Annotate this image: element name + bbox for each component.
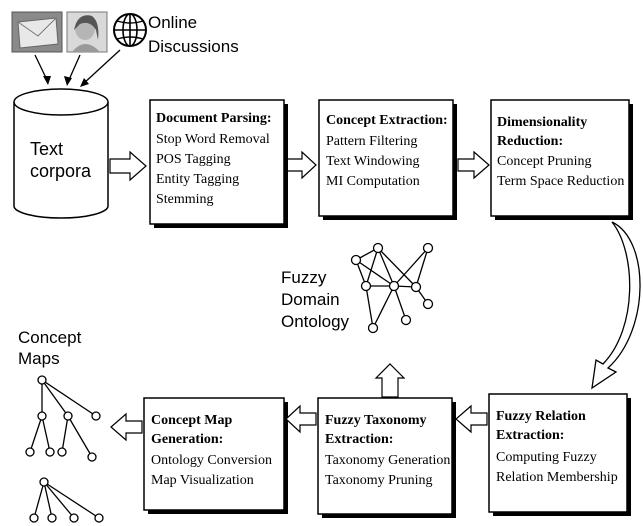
conceptmap-title-line1: Concept Map bbox=[151, 413, 232, 428]
text-corpora-cylinder bbox=[13, 88, 109, 219]
taxonomy-title-line2: Extraction: bbox=[325, 432, 393, 447]
taxonomy-item: Taxonomy Pruning bbox=[325, 473, 433, 488]
online-label-line1: Online bbox=[148, 13, 197, 32]
taxonomy-title-line1: Fuzzy Taxonomy bbox=[325, 413, 427, 428]
concept-map-tree-1 bbox=[25, 375, 101, 462]
relation-item: Computing Fuzzy bbox=[496, 450, 597, 465]
corpora-label-line1: Text bbox=[30, 139, 63, 159]
parsing-item: Stemming bbox=[156, 192, 214, 207]
relation-title-line1: Fuzzy Relation bbox=[496, 409, 586, 424]
taxonomy-item: Taxonomy Generation bbox=[325, 453, 450, 468]
corpora-label-line2: corpora bbox=[30, 161, 92, 181]
ontology-label-line1: Fuzzy bbox=[281, 268, 327, 287]
source-arrows bbox=[34, 49, 121, 87]
curved-flow-arrow bbox=[591, 221, 641, 390]
conceptmap-item: Map Visualization bbox=[151, 473, 254, 488]
email-icon bbox=[11, 11, 63, 53]
parsing-item: POS Tagging bbox=[156, 152, 231, 167]
block-arrow-2 bbox=[285, 150, 317, 180]
ontology-label-line2: Domain bbox=[281, 290, 340, 309]
maps-label-line1: Concept bbox=[18, 328, 82, 347]
extraction-item: MI Computation bbox=[326, 174, 420, 189]
parsing-title: Document Parsing: bbox=[156, 111, 272, 126]
online-label-line2: Discussions bbox=[148, 37, 239, 56]
dimensionality-title-line2: Reduction: bbox=[497, 134, 563, 149]
fuzzy-taxonomy-box: Fuzzy Taxonomy Extraction: Taxonomy Gene… bbox=[317, 397, 456, 518]
parsing-item: Stop Word Removal bbox=[156, 132, 270, 147]
document-parsing-box: Document Parsing: Stop Word Removal POS … bbox=[149, 99, 288, 228]
concept-map-generation-box: Concept Map Generation: Ontology Convers… bbox=[143, 397, 288, 514]
block-arrow-3 bbox=[457, 150, 490, 180]
extraction-item: Text Windowing bbox=[326, 154, 419, 169]
globe-icon bbox=[113, 13, 147, 47]
relation-title-line2: Extraction: bbox=[496, 428, 564, 443]
relation-item: Relation Membership bbox=[496, 470, 618, 485]
block-arrow-left-2 bbox=[285, 404, 317, 434]
concept-map-tree-2 bbox=[29, 477, 104, 523]
ontology-label-line3: Ontology bbox=[281, 312, 350, 331]
dimensionality-item: Concept Pruning bbox=[497, 154, 592, 169]
block-arrow-left-3 bbox=[110, 412, 143, 442]
conceptmap-title-line2: Generation: bbox=[151, 432, 223, 447]
parsing-item: Entity Tagging bbox=[156, 172, 239, 187]
block-arrow-1 bbox=[109, 150, 147, 182]
dimensionality-reduction-box: Dimensionality Reduction: Concept Prunin… bbox=[490, 99, 633, 220]
conceptmap-item: Ontology Conversion bbox=[151, 453, 272, 468]
maps-label-line2: Maps bbox=[18, 349, 60, 368]
fuzzy-relation-box: Fuzzy Relation Extraction: Computing Fuz… bbox=[488, 393, 631, 516]
concept-extraction-box: Concept Extraction: Pattern Filtering Te… bbox=[318, 99, 457, 220]
ontology-graph bbox=[350, 242, 434, 334]
dimensionality-item: Term Space Reduction bbox=[497, 174, 624, 189]
block-arrow-left-1 bbox=[455, 404, 488, 434]
extraction-title: Concept Extraction: bbox=[326, 113, 448, 128]
block-arrow-up bbox=[374, 363, 406, 398]
extraction-item: Pattern Filtering bbox=[326, 134, 417, 149]
person-photo-icon bbox=[66, 11, 108, 53]
dimensionality-title-line1: Dimensionality bbox=[497, 115, 587, 130]
